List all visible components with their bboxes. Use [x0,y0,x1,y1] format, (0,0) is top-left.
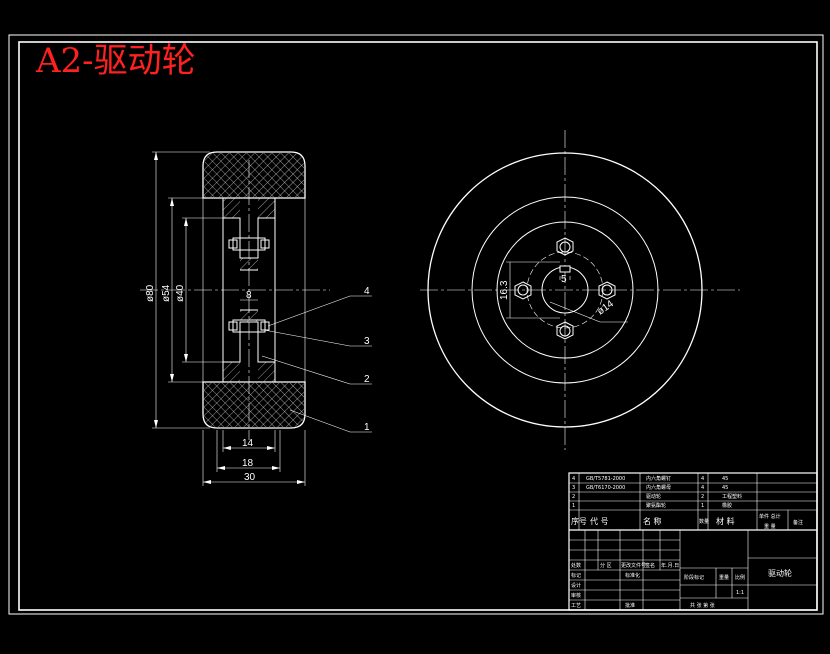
scale-value: 1:1 [736,590,744,596]
dim-dia-80: ø80 [145,284,156,302]
row-process: 工艺 [571,603,581,609]
part-4-material: 45 [722,476,728,482]
leader-lines [261,295,372,433]
label-stage: 阶段标记 [684,574,704,581]
part-2-name: 驱动轮 [646,493,661,500]
label-weight: 重量 [719,574,729,581]
part-3-code: GB/T6170-2000 [586,485,625,491]
drawing-title: A2-驱动轮 [35,41,196,81]
label-standardize: 标准化 [625,572,640,579]
hatching [204,153,304,427]
part-1-material: 橡胶 [722,502,732,509]
part-1-name: 聚氨酯轮 [646,502,666,509]
bolt-bottom [556,321,574,340]
dim-dia-40: ø40 [175,284,186,302]
bolt-left [514,281,532,300]
dim-hole-pcd: 16.3 [499,280,510,300]
row-mark: 标记 [571,572,581,579]
part-2-no: 2 [572,494,575,500]
part-4-code: GB/T5781-2000 [586,476,625,482]
row-header-date: 年.月.日 [661,562,679,569]
title-block [568,472,818,611]
header-weight: 单件 总计 [759,513,781,520]
dim-key-5: 5 [561,274,567,285]
part-2-material: 工程塑料 [722,493,742,500]
row-header-sign: 签名 [645,562,655,569]
dim-width-14: 14 [242,438,254,449]
outer-border [8,34,824,615]
part-4-no: 4 [572,476,575,482]
header-code: 代 号 [590,516,609,526]
callout-2: 2 [364,374,370,385]
bolt-top [556,237,574,256]
header-qty: 数量 [699,518,709,525]
row-header-count: 处数 [571,562,581,569]
drawing-name: 驱动轮 [768,568,792,578]
dim-bore-14: ø14 [595,298,616,317]
part-4-qty: 4 [701,476,704,482]
part-3-qty: 4 [701,485,704,491]
callout-1: 1 [364,422,370,433]
callout-4: 4 [364,286,370,297]
row-review: 审核 [571,592,581,599]
inner-border [18,41,818,611]
label-scale: 比例 [735,574,745,581]
part-2-qty: 2 [701,494,704,500]
part-1-no: 1 [572,503,575,509]
row-header-zone: 分 区 [600,562,612,569]
header-no: 序号 [571,516,587,526]
dim-width-8: 8 [246,290,252,301]
header-weight2: 重 量 [764,523,776,530]
part-1-qty: 1 [701,503,704,509]
label-sheet: 共 张 第 张 [690,602,715,609]
header-name: 名 称 [643,516,662,526]
callout-3: 3 [364,336,370,347]
row-design: 设计 [571,582,581,589]
front-view [420,130,740,450]
part-3-name: 内六角螺母 [646,484,671,491]
dim-width-30: 30 [244,472,256,483]
part-3-material: 45 [722,485,728,491]
row-header-file: 更改文件号 [621,562,646,569]
dim-width-18: 18 [242,458,254,469]
header-material: 材 料 [716,516,735,526]
dim-dia-54: ø54 [161,284,172,302]
dimension-arrows [154,152,305,484]
dimension-lines [152,151,306,486]
bolt-right [598,281,616,300]
label-approve: 批准 [625,602,635,609]
part-4-name: 内六角螺钉 [646,475,671,482]
part-3-no: 3 [572,485,575,491]
header-remark: 备注 [793,519,803,526]
